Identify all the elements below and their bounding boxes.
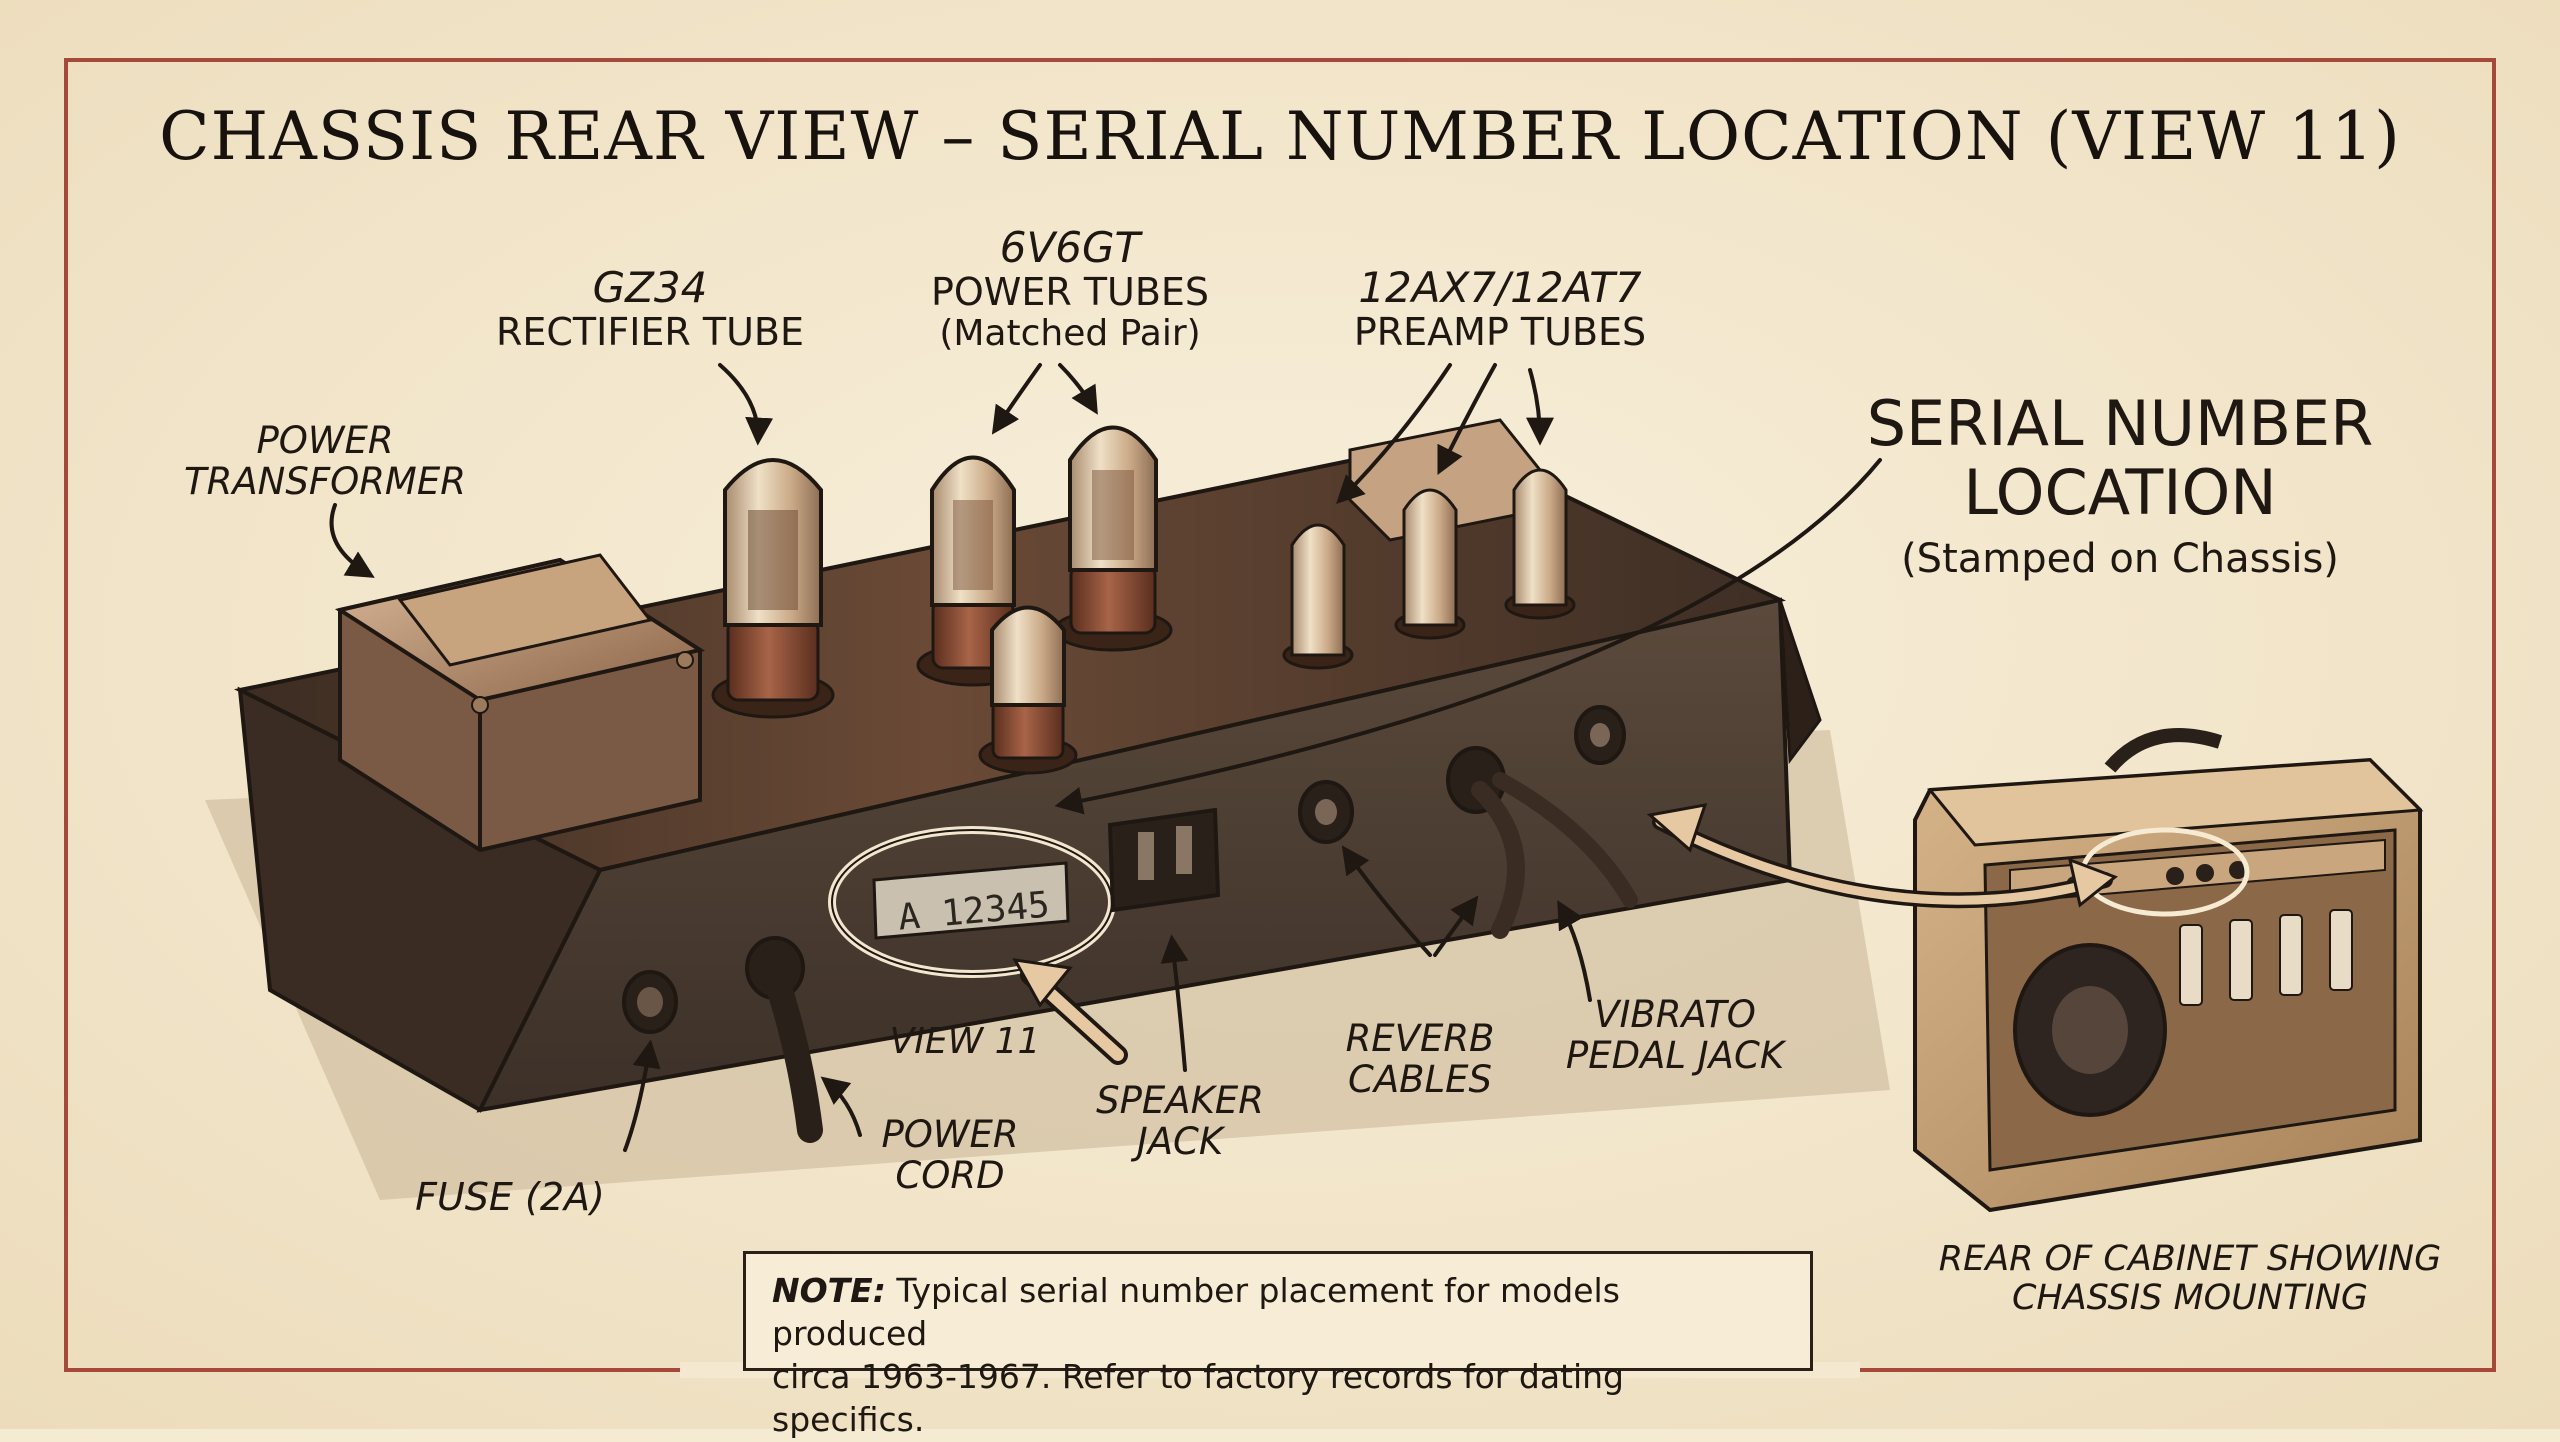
label-transformer-line2: TRANSFORMER bbox=[184, 460, 466, 504]
preamp-tube-1 bbox=[1282, 523, 1354, 670]
leader-reverb-2 bbox=[1433, 895, 1479, 957]
leader-preamp-1 bbox=[1336, 363, 1452, 504]
label-vibrato-jack: VIBRATO PEDAL JACK bbox=[1540, 994, 1810, 1077]
label-serial-sub: (Stamped on Chassis) bbox=[1901, 536, 2339, 583]
leader-vibrato bbox=[1557, 900, 1592, 1002]
label-power-tubes-name: 6V6GT bbox=[999, 223, 1141, 272]
label-cabinet-line2: CHASSIS MOUNTING bbox=[2011, 1278, 2369, 1319]
label-view: VIEW 11 bbox=[889, 1021, 1041, 1062]
leader-power-tube-right bbox=[1058, 363, 1098, 415]
power-transformer bbox=[334, 553, 706, 853]
leader-power-tube-left bbox=[991, 363, 1042, 435]
diagram-title: CHASSIS REAR VIEW – SERIAL NUMBER LOCATI… bbox=[159, 98, 2401, 175]
note-line-1: NOTE: Typical serial number placement fo… bbox=[772, 1270, 1784, 1356]
rectifier-tube bbox=[711, 458, 835, 719]
label-power-tubes-desc: POWER TUBES bbox=[930, 270, 1210, 315]
leader-serial-location bbox=[1054, 458, 1882, 815]
chassis-flange bbox=[1778, 599, 1822, 765]
label-power-tubes: 6V6GT POWER TUBES (Matched Pair) bbox=[880, 224, 1260, 354]
cabinet-link-arrow bbox=[1655, 817, 2110, 905]
label-reverb-line2: CABLES bbox=[1347, 1058, 1492, 1102]
label-cabinet-line1: REAR OF CABINET SHOWING bbox=[1938, 1239, 2442, 1279]
note-text-1: Typical serial number placement for mode… bbox=[772, 1271, 1620, 1353]
leader-preamp-3 bbox=[1525, 368, 1554, 446]
label-transformer-line1: POWER bbox=[256, 419, 394, 462]
label-cabinet: REAR OF CABINET SHOWING CHASSIS MOUNTING bbox=[1910, 1239, 2470, 1319]
vibrato-jack bbox=[1574, 705, 1626, 765]
small-tube-front bbox=[978, 605, 1078, 775]
leader-preamp-2 bbox=[1437, 363, 1497, 476]
label-serial-heading-2: LOCATION bbox=[1963, 456, 2277, 530]
power-cord bbox=[745, 936, 823, 1143]
label-preamp-tubes-name: 12AX7/12AT7 bbox=[1358, 263, 1642, 312]
label-vibrato-line2: PEDAL JACK bbox=[1565, 1034, 1785, 1078]
label-power-cord-line2: CORD bbox=[895, 1154, 1005, 1198]
label-power-tubes-note: (Matched Pair) bbox=[939, 312, 1201, 354]
speaker-jack bbox=[1107, 807, 1221, 913]
leader-power-cord bbox=[820, 1076, 862, 1137]
label-vibrato-line1: VIBRATO bbox=[1594, 993, 1756, 1036]
label-speaker-jack-line1: SPEAKER bbox=[1096, 1079, 1264, 1122]
label-preamp-tubes: 12AX7/12AT7 PREAMP TUBES bbox=[1310, 264, 1690, 354]
label-power-cord-line1: POWER bbox=[881, 1113, 1019, 1156]
cabinet-link-arrowhead-left bbox=[1646, 803, 1708, 853]
preamp-section bbox=[1282, 418, 1576, 670]
label-power-cord: POWER CORD bbox=[850, 1114, 1050, 1197]
reverb-cables bbox=[1446, 746, 1638, 939]
note-box: NOTE: Typical serial number placement fo… bbox=[743, 1251, 1813, 1439]
label-preamp-tubes-desc: PREAMP TUBES bbox=[1353, 310, 1647, 355]
note-label: NOTE: bbox=[772, 1271, 886, 1310]
amp-cabinet bbox=[1913, 728, 2424, 1213]
jack-1 bbox=[1298, 780, 1354, 844]
leader-fuse bbox=[623, 1039, 661, 1152]
label-reverb-line1: REVERB bbox=[1345, 1017, 1495, 1060]
label-speaker-jack-line2: JACK bbox=[1136, 1120, 1224, 1164]
label-reverb-cables: REVERB CABLES bbox=[1320, 1018, 1520, 1101]
note-text-2: circa 1963-1967. Refer to factory record… bbox=[772, 1356, 1625, 1439]
label-rectifier-desc: RECTIFIER TUBE bbox=[495, 310, 805, 355]
cabinet-link-arrowhead-right bbox=[2067, 857, 2118, 908]
leader-speaker-jack bbox=[1160, 934, 1189, 1072]
power-tube-right bbox=[1053, 425, 1173, 652]
leader-arrows bbox=[329, 363, 1882, 1152]
leader-rectifier bbox=[718, 363, 774, 446]
label-serial-heading-1: SERIAL NUMBER bbox=[1866, 387, 2374, 460]
leader-reverb-1 bbox=[1341, 845, 1432, 957]
label-rectifier-name: GZ34 bbox=[592, 263, 708, 312]
fuse-holder bbox=[622, 970, 678, 1034]
label-speaker-jack: SPEAKER JACK bbox=[1080, 1080, 1280, 1163]
leader-transformer bbox=[329, 503, 375, 578]
label-fuse: FUSE (2A) bbox=[415, 1175, 605, 1219]
label-transformer: POWER TRANSFORMER bbox=[160, 420, 490, 503]
view-arrowhead bbox=[1012, 958, 1073, 1008]
preamp-tube-3 bbox=[1504, 468, 1576, 620]
label-serial-location: SERIAL NUMBER LOCATION (Stamped on Chass… bbox=[1820, 388, 2420, 582]
preamp-tube-2 bbox=[1394, 488, 1466, 640]
label-rectifier: GZ34 RECTIFIER TUBE bbox=[470, 264, 830, 354]
